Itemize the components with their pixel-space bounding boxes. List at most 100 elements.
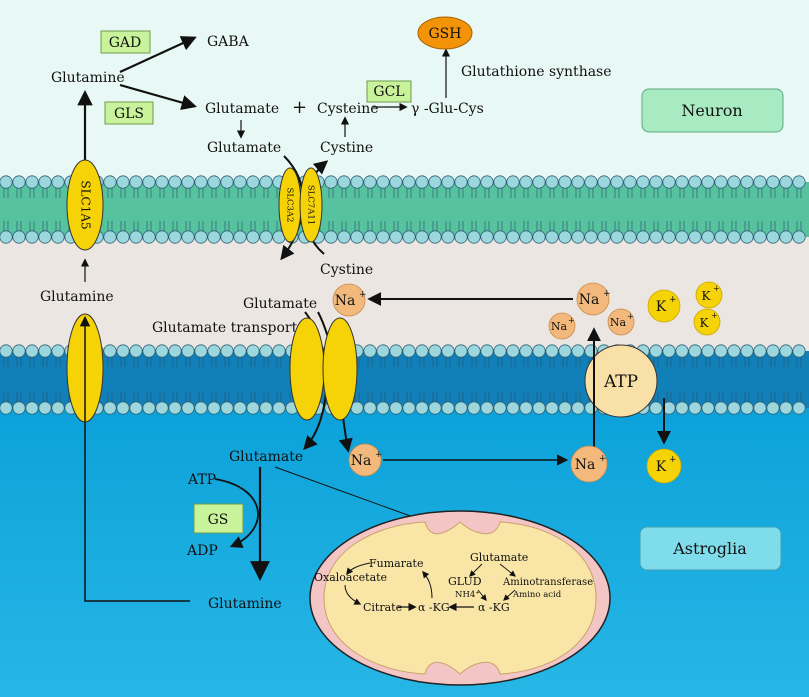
lipid-tail: [562, 187, 568, 198]
lipid-tail: [757, 187, 763, 198]
lipid-head: [766, 230, 780, 244]
lipid-tail: [224, 221, 230, 232]
lipid-tail: [159, 187, 165, 198]
lipid-tail: [718, 187, 724, 198]
lipid-tail: [510, 187, 516, 198]
lipid-tail: [393, 356, 399, 367]
lipid-tail: [55, 187, 61, 198]
lipid-tail: [354, 221, 360, 232]
lipid-head: [688, 401, 702, 415]
lipid-tail: [419, 187, 425, 198]
lipid-head: [415, 344, 429, 358]
lipid-tail: [679, 221, 685, 232]
lipid-tail: [718, 221, 724, 232]
lipid-tail: [640, 221, 646, 232]
lipid-tail: [705, 356, 711, 367]
glutamate-to-aminotransferase-arrow: [499, 563, 516, 577]
neuron-label: Neuron: [641, 88, 784, 133]
lipid-tail: [445, 356, 451, 367]
mitochondrion: [309, 510, 611, 686]
lipid-tail: [783, 356, 789, 367]
lipid-head: [142, 175, 156, 189]
lipid-head: [142, 344, 156, 358]
lipid-tail: [445, 187, 451, 198]
lipid-head: [415, 175, 429, 189]
glutamate-transporter-right: [322, 317, 358, 421]
lipid-head: [25, 175, 39, 189]
lipid-head: [532, 401, 546, 415]
lipid-head: [363, 175, 377, 189]
svg-text:+: +: [599, 454, 607, 464]
mito-fumarate-label: Fumarate: [369, 557, 423, 570]
svg-text:+: +: [713, 284, 720, 293]
lipid-head: [467, 175, 481, 189]
mito-glud-label: GLUD: [448, 575, 482, 588]
lipid-tail: [406, 392, 412, 403]
oxaloacetate-to-citrate-arrow: [344, 584, 362, 605]
lipid-tail: [367, 221, 373, 232]
lipid-head: [779, 401, 793, 415]
lipid-head: [454, 344, 468, 358]
lipid-tail: [250, 221, 256, 232]
lipid-head: [714, 230, 728, 244]
lipid-tail: [770, 221, 776, 232]
astro-atp-label: ATP: [187, 472, 216, 488]
lipid-head: [155, 401, 169, 415]
lipid-head: [571, 230, 585, 244]
lipid-head: [675, 175, 689, 189]
lipid-head: [519, 230, 533, 244]
plus-sign: +: [292, 97, 307, 118]
lipid-tail: [107, 221, 113, 232]
synaptic-cleft-background: [0, 232, 809, 352]
lipid-head: [402, 401, 416, 415]
lipid-tail: [3, 187, 9, 198]
lipid-head: [0, 344, 13, 358]
lipid-head: [545, 230, 559, 244]
lipid-head: [610, 230, 624, 244]
lipid-tail: [549, 187, 555, 198]
lipid-tail: [731, 356, 737, 367]
glutamine-to-glutamate-arrow: [119, 83, 197, 111]
lipid-head: [155, 230, 169, 244]
na-ion-top: Na +: [576, 282, 611, 316]
lipid-tail: [419, 221, 425, 232]
svg-text:+: +: [603, 289, 611, 299]
lipid-head: [779, 175, 793, 189]
lipid-tail: [198, 356, 204, 367]
astro-glutamine-label: Glutamine: [208, 596, 282, 612]
lipid-tail: [393, 392, 399, 403]
lipid-head: [220, 175, 234, 189]
lipid-tail: [796, 187, 802, 198]
lipid-tail: [796, 392, 802, 403]
lipid-tail: [263, 356, 269, 367]
lipid-head: [168, 175, 182, 189]
lipid-head: [454, 230, 468, 244]
lipid-tail: [432, 392, 438, 403]
lipid-head: [181, 401, 195, 415]
lipid-head: [519, 344, 533, 358]
akg-to-fumarate-arrow: [422, 570, 433, 599]
neuron-glutamate-label: Glutamate: [205, 101, 279, 117]
lipid-head: [246, 401, 260, 415]
lipid-head: [181, 175, 195, 189]
lipid-tail: [718, 356, 724, 367]
lipid-tail: [393, 187, 399, 198]
gad-enzyme-box: GAD: [100, 30, 151, 54]
lipid-head: [116, 230, 130, 244]
lipid-tail: [133, 356, 139, 367]
lipid-head: [727, 344, 741, 358]
lipid-tail: [16, 392, 22, 403]
lipid-head: [636, 175, 650, 189]
gls-enzyme-box: GLS: [104, 101, 154, 125]
lipid-tail: [770, 356, 776, 367]
lipid-head: [558, 175, 572, 189]
svg-text:Na: Na: [610, 316, 627, 329]
lipid-head: [584, 230, 598, 244]
lipid-tail: [42, 392, 48, 403]
lipid-tail: [133, 392, 139, 403]
lipid-tail: [29, 356, 35, 367]
lipid-head: [493, 401, 507, 415]
lipid-tail: [3, 356, 9, 367]
svg-text:ATP: ATP: [603, 372, 638, 392]
lipid-head: [753, 401, 767, 415]
